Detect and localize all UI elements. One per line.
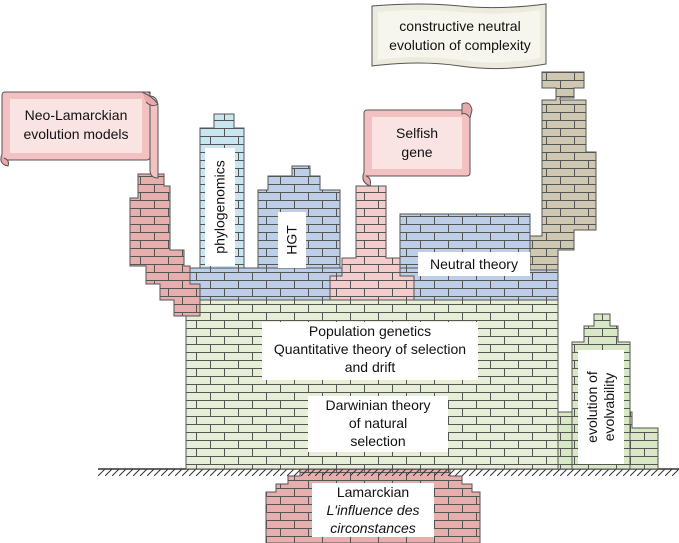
selfish-line2: gene	[401, 144, 433, 160]
neo-lamarckian-stair	[129, 173, 201, 317]
neo-lamarckian-scroll	[0, 91, 159, 179]
selfish-column	[329, 185, 415, 301]
selfish-gene-text: Selfish gene	[372, 124, 462, 162]
darwinian-line1: Darwinian theory	[325, 397, 431, 413]
lamarckian-line2-text: L'influence des	[326, 502, 420, 518]
neo-lamarckian-text: Neo-Lamarckian evolution models	[10, 106, 142, 144]
lamarckian-line3-text: circonstances	[330, 520, 416, 536]
evolvability-label: evolution of evolvability	[578, 350, 624, 464]
phylogenomics-label: phylogenomics	[205, 148, 235, 266]
hgt-text: HGT	[283, 225, 300, 255]
lamarckian-line1: Lamarckian	[336, 484, 410, 500]
neutral-theory-label: Neutral theory	[418, 252, 530, 276]
popgen-label: Population genetics Quantitative theory …	[262, 322, 478, 380]
popgen-line3: and drift	[344, 359, 396, 375]
phylogenomics-text: phylogenomics	[211, 160, 228, 254]
ground-hatch	[98, 469, 679, 476]
cne-text: constructive neutral evolution of comple…	[378, 17, 542, 55]
selfish-gene-scroll	[362, 102, 473, 187]
neo-lamarckian-line2: evolution models	[23, 126, 129, 142]
neo-lamarckian-line1: Neo-Lamarckian	[24, 107, 128, 123]
lamarckian-label: Lamarckian L'influence des circonstances	[312, 483, 434, 537]
hgt-label: HGT	[278, 212, 306, 268]
lamarckian-line3: circonstances	[312, 519, 434, 537]
popgen-line1: Population genetics	[308, 323, 432, 339]
darwinian-line2: of natural	[348, 415, 408, 431]
cne-chimney	[529, 71, 597, 271]
selfish-line1: Selfish	[395, 125, 439, 141]
popgen-line2: Quantitative theory of selection	[273, 341, 467, 357]
darwinian-label: Darwinian theory of natural selection	[308, 396, 448, 452]
darwinian-line3: selection	[350, 433, 406, 449]
cne-line2: evolution of complexity	[389, 37, 531, 53]
cne-banner	[371, 3, 547, 70]
cne-line1: constructive neutral	[399, 18, 521, 34]
evolvability-text: evolution of evolvability	[584, 371, 617, 443]
lamarckian-line2: L'influence des	[312, 501, 434, 519]
